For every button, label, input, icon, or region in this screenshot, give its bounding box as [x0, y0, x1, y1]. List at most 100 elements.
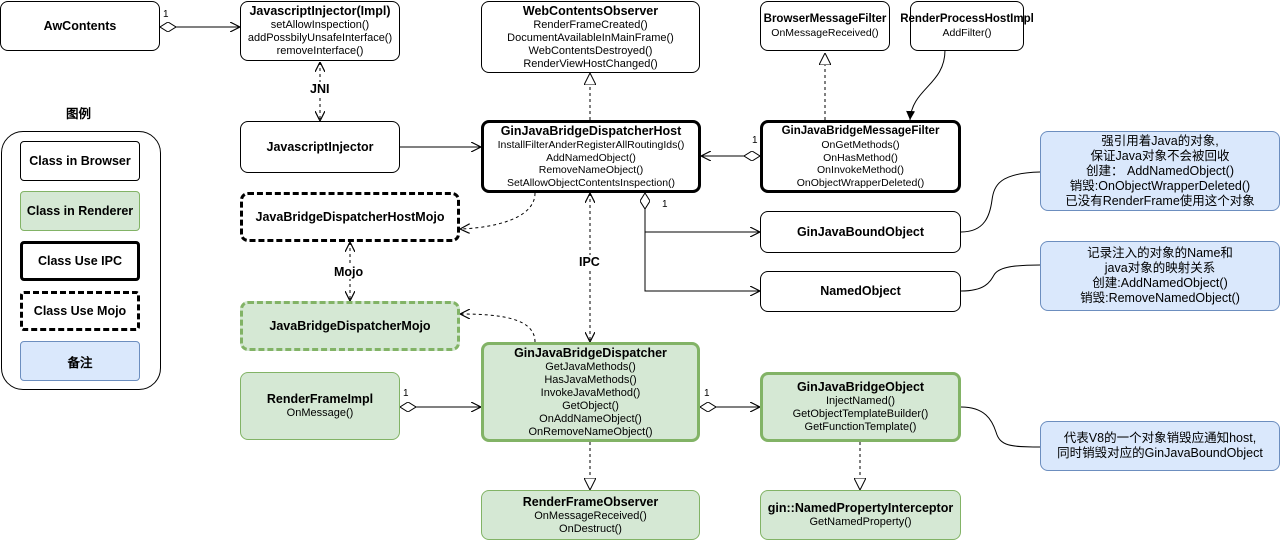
class-name: NamedObject: [820, 284, 901, 298]
method: RenderViewHostChanged(): [523, 57, 658, 70]
method: AddNamedObject(): [546, 151, 636, 164]
note-line: 创建:AddNamedObject(): [1092, 276, 1228, 290]
ipc-label: IPC: [577, 255, 602, 269]
method: DocumentAvailableInMainFrame(): [507, 31, 674, 44]
class-name: JavaBridgeDispatcherHostMojo: [255, 209, 445, 224]
class-name: GinJavaBridgeDispatcherHost: [500, 124, 682, 138]
note-line: java对象的映射关系: [1104, 261, 1216, 275]
class-name: RenderFrameObserver: [522, 494, 659, 509]
note-named-object: 记录注入的对象的Name和 java对象的映射关系 创建:AddNamedObj…: [1040, 241, 1280, 311]
note-line: 创建： AddNamedObject(): [1086, 163, 1234, 178]
note-line: 强引用着Java的对象,: [1101, 133, 1219, 148]
class-name: JavascriptInjector(Impl): [249, 4, 391, 18]
class-render-process-host-impl[interactable]: RenderProcessHostImpl AddFilter(): [900, 1, 1034, 51]
class-dispatcher-mojo[interactable]: JavaBridgeDispatcherMojo: [240, 301, 460, 351]
legend-renderer: Class in Renderer: [20, 191, 140, 231]
method: InjectNamed(): [825, 395, 896, 407]
class-name: RenderFrameImpl: [266, 392, 374, 406]
class-named-property-interceptor[interactable]: gin::NamedPropertyInterceptor GetNamedPr…: [760, 490, 961, 540]
method: OnObjectWrapperDeleted(): [796, 176, 925, 189]
class-name: GinJavaBoundObject: [796, 224, 925, 239]
method: OnMessage(): [286, 407, 354, 419]
class-dispatcher[interactable]: GinJavaBridgeDispatcher GetJavaMethods()…: [481, 342, 700, 442]
class-render-frame-observer[interactable]: RenderFrameObserver OnMessageReceived() …: [481, 490, 700, 540]
method: OnAddNameObject(): [539, 412, 642, 425]
note1-connector: [960, 171, 1041, 233]
method: InvokeJavaMethod(): [540, 386, 641, 399]
note-line: 同时销毁对应的GinJavaBoundObject: [1057, 446, 1263, 460]
method: GetJavaMethods(): [545, 360, 636, 373]
link-host-hostmojo: [460, 192, 536, 229]
method: OnMessageReceived(): [771, 27, 879, 39]
note-line: 已没有RenderFrame使用这个对象: [1065, 193, 1255, 208]
class-named-object[interactable]: NamedObject: [760, 271, 961, 312]
class-name: BrowserMessageFilter: [763, 13, 887, 25]
method: AddFilter(): [942, 27, 992, 39]
note2-connector: [960, 264, 1041, 292]
class-name: RenderProcessHostImpl: [900, 13, 1034, 25]
method: GetFunctionTemplate(): [804, 421, 917, 433]
multiplicity-label: 1: [662, 199, 668, 210]
method: setAllowInspection(): [270, 19, 370, 31]
note-line: 销毁:RemoveNamedObject(): [1080, 291, 1240, 305]
method: addPossbilyUnsafeInterface(): [247, 32, 393, 44]
method: RenderFrameCreated(): [533, 18, 648, 31]
class-name: AwContents: [43, 18, 117, 33]
class-render-frame-impl[interactable]: RenderFrameImpl OnMessage(): [240, 372, 400, 440]
multiplicity-label: 1: [163, 9, 169, 20]
note-line: 销毁:OnObjectWrapperDeleted(): [1069, 178, 1251, 193]
mojo-label: Mojo: [332, 265, 366, 279]
link-host-namedobject: [644, 232, 760, 291]
method: GetNamedProperty(): [809, 516, 912, 528]
class-awcontents[interactable]: AwContents: [0, 1, 160, 51]
class-name: GinJavaBridgeObject: [796, 380, 925, 394]
method: SetAllowObjectContentsInspection(): [506, 176, 676, 189]
class-javascript-injector-impl[interactable]: JavascriptInjector(Impl) setAllowInspect…: [240, 1, 400, 61]
class-name: gin::NamedPropertyInterceptor: [767, 501, 954, 515]
note-line: 记录注入的对象的Name和: [1087, 246, 1233, 260]
method: OnDestruct(): [559, 522, 622, 535]
method: HasJavaMethods(): [544, 373, 637, 386]
class-gin-java-bound-object[interactable]: GinJavaBoundObject: [760, 211, 961, 253]
note-gin-object: 代表V8的一个对象销毁应通知host, 同时销毁对应的GinJavaBoundO…: [1040, 421, 1280, 471]
legend-note: 备注: [20, 341, 140, 381]
multiplicity-label: 1: [704, 388, 710, 399]
note3-connector: [960, 406, 1041, 448]
method: WebContentsDestroyed(): [528, 44, 653, 57]
link-rphi-filter: [906, 49, 946, 121]
note-line: 保证Java对象不会被回收: [1090, 148, 1230, 163]
method: GetObjectTemplateBuilder(): [792, 408, 929, 420]
note-line: 代表V8的一个对象销毁应通知host,: [1063, 431, 1257, 445]
class-javascript-injector[interactable]: JavascriptInjector: [240, 121, 400, 173]
class-web-contents-observer[interactable]: WebContentsObserver RenderFrameCreated()…: [481, 1, 700, 73]
note-bound-object: 强引用着Java的对象, 保证Java对象不会被回收 创建： AddNamedO…: [1040, 131, 1280, 211]
legend-browser: Class in Browser: [20, 141, 140, 181]
legend-mojo: Class Use Mojo: [20, 291, 140, 331]
method: OnInvokeMethod(): [817, 164, 904, 176]
method: OnMessageReceived(): [534, 509, 647, 522]
link-dispatcher-mojo: [460, 314, 536, 343]
method: removeInterface(): [276, 45, 364, 57]
class-dispatcher-host[interactable]: GinJavaBridgeDispatcherHost InstallFilte…: [481, 120, 701, 193]
method: OnHasMethod(): [823, 151, 898, 164]
class-name: JavascriptInjector: [266, 139, 374, 154]
jni-label: JNI: [308, 82, 332, 96]
legend-title: 图例: [66, 107, 92, 121]
class-browser-message-filter[interactable]: BrowserMessageFilter OnMessageReceived(): [760, 1, 890, 51]
class-name: GinJavaBridgeMessageFilter: [781, 125, 940, 137]
class-name: GinJavaBridgeDispatcher: [514, 345, 667, 360]
legend-ipc: Class Use IPC: [20, 241, 140, 281]
method: OnGetMethods(): [821, 139, 900, 151]
method: InstallFilterAnderRegisterAllRoutingIds(…: [497, 139, 685, 151]
multiplicity-label: 1: [403, 388, 409, 399]
method: RemoveNameObject(): [538, 164, 644, 176]
class-gin-java-bridge-object[interactable]: GinJavaBridgeObject InjectNamed() GetObj…: [760, 372, 961, 442]
class-message-filter[interactable]: GinJavaBridgeMessageFilter OnGetMethods(…: [760, 120, 961, 193]
method: OnRemoveNameObject(): [528, 425, 653, 438]
class-host-mojo[interactable]: JavaBridgeDispatcherHostMojo: [240, 192, 460, 242]
class-name: JavaBridgeDispatcherMojo: [269, 318, 431, 333]
multiplicity-label: 1: [752, 135, 758, 146]
class-name: WebContentsObserver: [522, 3, 659, 18]
method: GetObject(): [562, 399, 619, 412]
